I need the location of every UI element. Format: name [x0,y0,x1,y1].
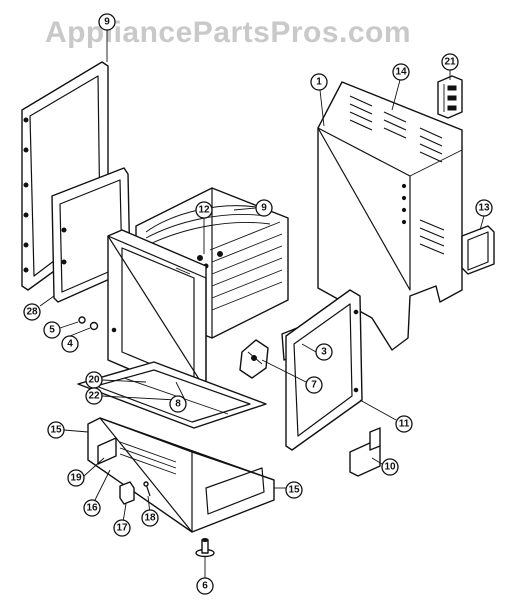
screw-18 [143,481,151,497]
svg-text:12: 12 [198,205,210,216]
leader-lines [39,30,485,578]
svg-text:4: 4 [67,339,73,350]
right-side-panel [285,289,363,451]
base-kickplate [87,417,275,533]
foot-17 [119,481,135,505]
svg-text:21: 21 [444,57,456,68]
callout-9: 9 [255,199,273,217]
svg-text:14: 14 [395,67,407,78]
svg-text:10: 10 [384,462,396,473]
svg-text:1: 1 [316,77,322,88]
leveling-bracket-10 [349,427,381,477]
svg-text:17: 17 [116,523,128,534]
svg-text:9: 9 [104,17,110,28]
callout-28: 28 [23,303,41,321]
rear-back-panel [317,81,463,351]
screw-5-4-hardware [59,316,99,337]
access-cover-13 [461,225,495,275]
callout-15-right: 15 [285,481,303,499]
svg-text:7: 7 [311,380,317,391]
svg-text:11: 11 [399,419,410,430]
svg-text:28: 28 [26,307,38,318]
callout-7: 7 [305,376,323,394]
svg-text:6: 6 [202,581,208,592]
svg-text:13: 13 [478,203,490,214]
svg-text:5: 5 [49,325,55,336]
leveling-leg-6 [195,538,215,558]
svg-text:15: 15 [288,485,300,496]
callout-1: 1 [310,73,328,91]
svg-text:8: 8 [175,399,181,410]
svg-text:22: 22 [88,391,100,402]
callout-11: 11 [395,415,413,433]
callout-14: 14 [392,63,410,81]
svg-text:16: 16 [86,503,98,514]
oven-bottom-tray [77,361,267,429]
callout-20: 20 [85,371,103,389]
callout-21: 21 [441,53,459,71]
callout-5: 5 [43,321,61,339]
svg-text:9: 9 [261,203,267,214]
callout-13: 13 [475,199,493,217]
callout-10: 10 [381,458,399,476]
callout-8: 8 [169,395,187,413]
svg-text:19: 19 [70,473,82,484]
callout-19: 19 [67,469,85,487]
callout-12: 12 [195,201,213,219]
callout-6: 6 [196,577,214,595]
svg-text:15: 15 [50,425,62,436]
callout-9-top: 9 [98,13,116,31]
callout-15-left: 15 [47,421,65,439]
svg-text:20: 20 [88,375,100,386]
callout-4: 4 [61,335,79,353]
svg-text:3: 3 [321,347,327,358]
hinge-assembly-7 [239,339,269,379]
callout-18: 18 [141,509,159,527]
callout-3: 3 [315,343,333,361]
callout-17: 17 [113,519,131,537]
terminal-block-21 [437,75,463,119]
callout-16: 16 [83,499,101,517]
svg-text:18: 18 [144,513,156,524]
callout-22: 22 [85,387,103,405]
